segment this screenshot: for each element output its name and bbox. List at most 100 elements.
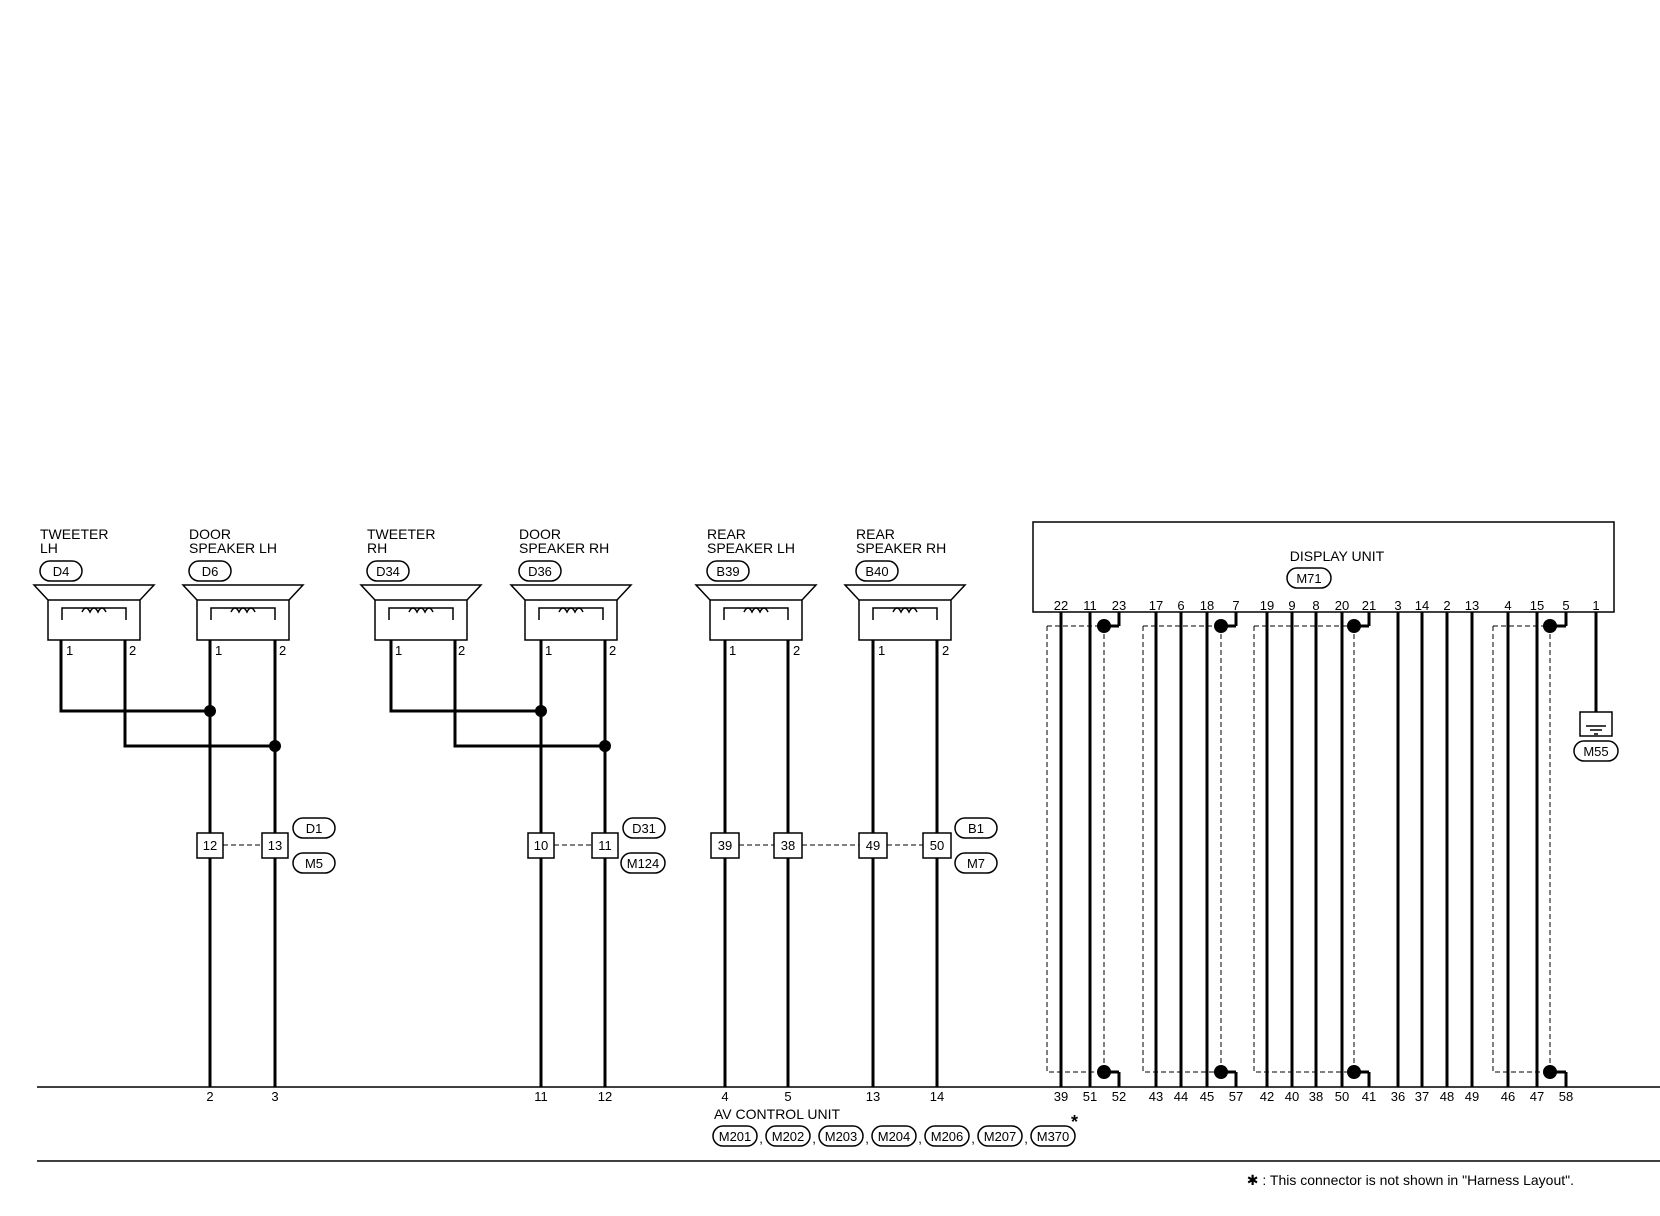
- svg-text:9: 9: [1288, 598, 1295, 613]
- display-unit-label: DISPLAY UNIT: [1290, 548, 1385, 564]
- junction-d31-m124: 10 11 D31 M124: [527, 817, 666, 874]
- svg-text:13: 13: [1465, 598, 1479, 613]
- svg-text:19: 19: [1260, 598, 1274, 613]
- svg-text:M204: M204: [878, 1129, 911, 1144]
- svg-text:22: 22: [1054, 598, 1068, 613]
- av-control-unit-label: AV CONTROL UNIT: [714, 1106, 840, 1122]
- connector-d6: D6: [188, 560, 232, 582]
- svg-text:49: 49: [1465, 1089, 1479, 1104]
- svg-text:38: 38: [781, 838, 795, 853]
- display-unit-bottom-pins: 39 51 52 43 44 45 57 42 40 38 50 41 36 3…: [1054, 1089, 1573, 1104]
- display-unit-top-pins: 22 11 23 17 6 18 7 19 9 8 20 21 3 14 2 1…: [1054, 598, 1600, 613]
- svg-text:4: 4: [1504, 598, 1511, 613]
- svg-text:5: 5: [1562, 598, 1569, 613]
- svg-text:D1: D1: [306, 821, 323, 836]
- shield-outlines: [1046, 625, 1551, 1073]
- svg-text:3: 3: [1394, 598, 1401, 613]
- svg-text:M207: M207: [984, 1129, 1017, 1144]
- footnote: ✱ : This connector is not shown in "Harn…: [1247, 1172, 1574, 1188]
- svg-text:B39: B39: [716, 564, 739, 579]
- svg-text:1: 1: [1592, 598, 1599, 613]
- svg-text:17: 17: [1149, 598, 1163, 613]
- svg-text:50: 50: [930, 838, 944, 853]
- svg-text:57: 57: [1229, 1089, 1243, 1104]
- rear-speaker-lh-label-2: SPEAKER LH: [707, 540, 795, 556]
- door-speaker-lh-symbol: [181, 584, 305, 641]
- svg-text:D34: D34: [376, 564, 400, 579]
- svg-text:38: 38: [1309, 1089, 1323, 1104]
- svg-text:37: 37: [1415, 1089, 1429, 1104]
- rear-speaker-rh-label-2: SPEAKER RH: [856, 540, 946, 556]
- wires-left-speakers: [59, 640, 939, 1087]
- asterisk-mark: *: [1071, 1112, 1078, 1132]
- tweeter-lh-pin-1: 1: [66, 643, 73, 658]
- svg-text:D6: D6: [202, 564, 219, 579]
- svg-text:11: 11: [598, 838, 612, 853]
- rear-speaker-rh-label-1: REAR: [856, 526, 895, 542]
- av-control-unit-pins: 2 3 11 12 4 5 13 14: [206, 1089, 944, 1104]
- tweeter-lh-pin-2: 2: [129, 643, 136, 658]
- svg-text:,: ,: [1024, 1131, 1028, 1146]
- door-speaker-rh-label-1: DOOR: [519, 526, 561, 542]
- ground-icon: M55: [1573, 711, 1619, 762]
- svg-text:10: 10: [534, 838, 548, 853]
- tweeter-lh-symbol: [32, 584, 156, 641]
- svg-text:45: 45: [1200, 1089, 1214, 1104]
- svg-text:,: ,: [759, 1131, 763, 1146]
- svg-text:,: ,: [865, 1131, 869, 1146]
- svg-text:49: 49: [866, 838, 880, 853]
- ground-connector: M55: [1583, 744, 1608, 759]
- svg-text:M370: M370: [1037, 1129, 1070, 1144]
- rear-speaker-rh-pin-2: 2: [942, 643, 949, 658]
- connector-d36: D36: [518, 560, 562, 582]
- svg-text:M206: M206: [931, 1129, 964, 1144]
- svg-text:7: 7: [1232, 598, 1239, 613]
- svg-text:D36: D36: [528, 564, 552, 579]
- svg-text:5: 5: [784, 1089, 791, 1104]
- svg-text:2: 2: [1443, 598, 1450, 613]
- svg-text:13: 13: [268, 838, 282, 853]
- rear-speaker-rh-symbol: [843, 584, 967, 641]
- rear-speaker-rh-pin-1: 1: [878, 643, 885, 658]
- svg-text:B1: B1: [968, 821, 984, 836]
- svg-text:18: 18: [1200, 598, 1214, 613]
- door-speaker-rh-pin-1: 1: [545, 643, 552, 658]
- svg-text:15: 15: [1530, 598, 1544, 613]
- tweeter-rh-label-2: RH: [367, 540, 387, 556]
- svg-text:M5: M5: [305, 856, 323, 871]
- svg-text:M124: M124: [627, 856, 660, 871]
- svg-text:14: 14: [930, 1089, 944, 1104]
- svg-text:D4: D4: [53, 564, 70, 579]
- rear-speaker-lh-pin-2: 2: [793, 643, 800, 658]
- display-unit-connector: M71: [1296, 571, 1321, 586]
- svg-text:21: 21: [1362, 598, 1376, 613]
- svg-text:41: 41: [1362, 1089, 1376, 1104]
- svg-text:39: 39: [1054, 1089, 1068, 1104]
- tweeter-rh-symbol: [359, 584, 483, 641]
- svg-text:12: 12: [598, 1089, 612, 1104]
- svg-text:52: 52: [1112, 1089, 1126, 1104]
- door-speaker-lh-pin-2: 2: [279, 643, 286, 658]
- svg-text:46: 46: [1501, 1089, 1515, 1104]
- connector-d34: D34: [366, 560, 410, 582]
- svg-text:44: 44: [1174, 1089, 1188, 1104]
- door-speaker-lh-label-2: SPEAKER LH: [189, 540, 277, 556]
- junction-d1-m5: 12 13 D1 M5: [196, 817, 336, 874]
- svg-text:,: ,: [812, 1131, 816, 1146]
- svg-text:47: 47: [1530, 1089, 1544, 1104]
- svg-text:13: 13: [866, 1089, 880, 1104]
- display-unit-box: DISPLAY UNIT M71: [1032, 521, 1615, 613]
- tweeter-rh-pin-2: 2: [458, 643, 465, 658]
- svg-text:39: 39: [718, 838, 732, 853]
- svg-text:12: 12: [203, 838, 217, 853]
- door-speaker-lh-pin-1: 1: [215, 643, 222, 658]
- svg-text:50: 50: [1335, 1089, 1349, 1104]
- svg-text:D31: D31: [632, 821, 656, 836]
- door-speaker-lh-label-1: DOOR: [189, 526, 231, 542]
- svg-text:42: 42: [1260, 1089, 1274, 1104]
- svg-text:43: 43: [1149, 1089, 1163, 1104]
- door-speaker-rh-label-2: SPEAKER RH: [519, 540, 609, 556]
- svg-text:2: 2: [206, 1089, 213, 1104]
- rear-speaker-lh-symbol: [694, 584, 818, 641]
